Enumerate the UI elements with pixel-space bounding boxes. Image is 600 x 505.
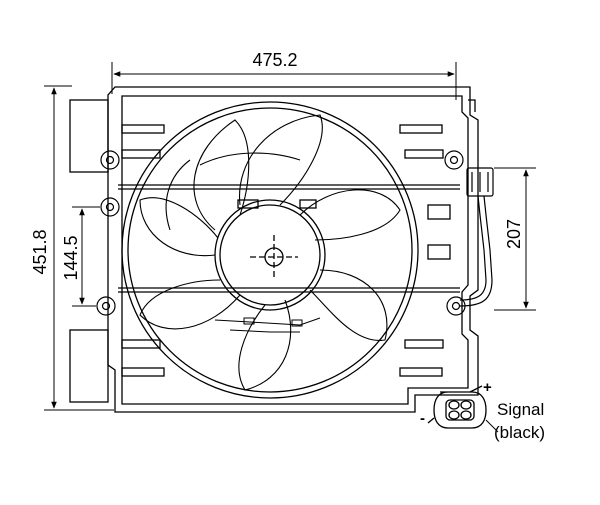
motor-wiring	[214, 317, 321, 333]
dimension-width-label: 475.2	[252, 50, 297, 70]
mounting-holes	[96, 150, 466, 316]
shroud-frame	[69, 86, 479, 413]
dimension-width: 475.2	[111, 50, 457, 100]
dimension-height: 451.8	[30, 85, 114, 411]
fan-ring	[121, 101, 419, 399]
signal-leader-line	[485, 419, 499, 433]
shroud-struts	[118, 124, 460, 377]
plug-connector	[427, 385, 487, 429]
signal-label: Signal	[497, 400, 544, 419]
minus-symbol: -	[420, 410, 425, 427]
dimension-mount-spacing-label: 144.5	[61, 235, 81, 280]
fan-hub	[214, 199, 326, 311]
dimension-mount-spacing: 144.5	[61, 206, 100, 307]
signal-color-label: (black)	[494, 423, 545, 442]
dimension-connector-offset-label: 207	[504, 219, 524, 249]
fan-blades	[139, 114, 401, 391]
plus-symbol: +	[483, 379, 492, 396]
motor-cable	[459, 167, 494, 307]
dimension-connector-offset: 207	[494, 167, 536, 311]
dimension-height-label: 451.8	[30, 229, 50, 274]
